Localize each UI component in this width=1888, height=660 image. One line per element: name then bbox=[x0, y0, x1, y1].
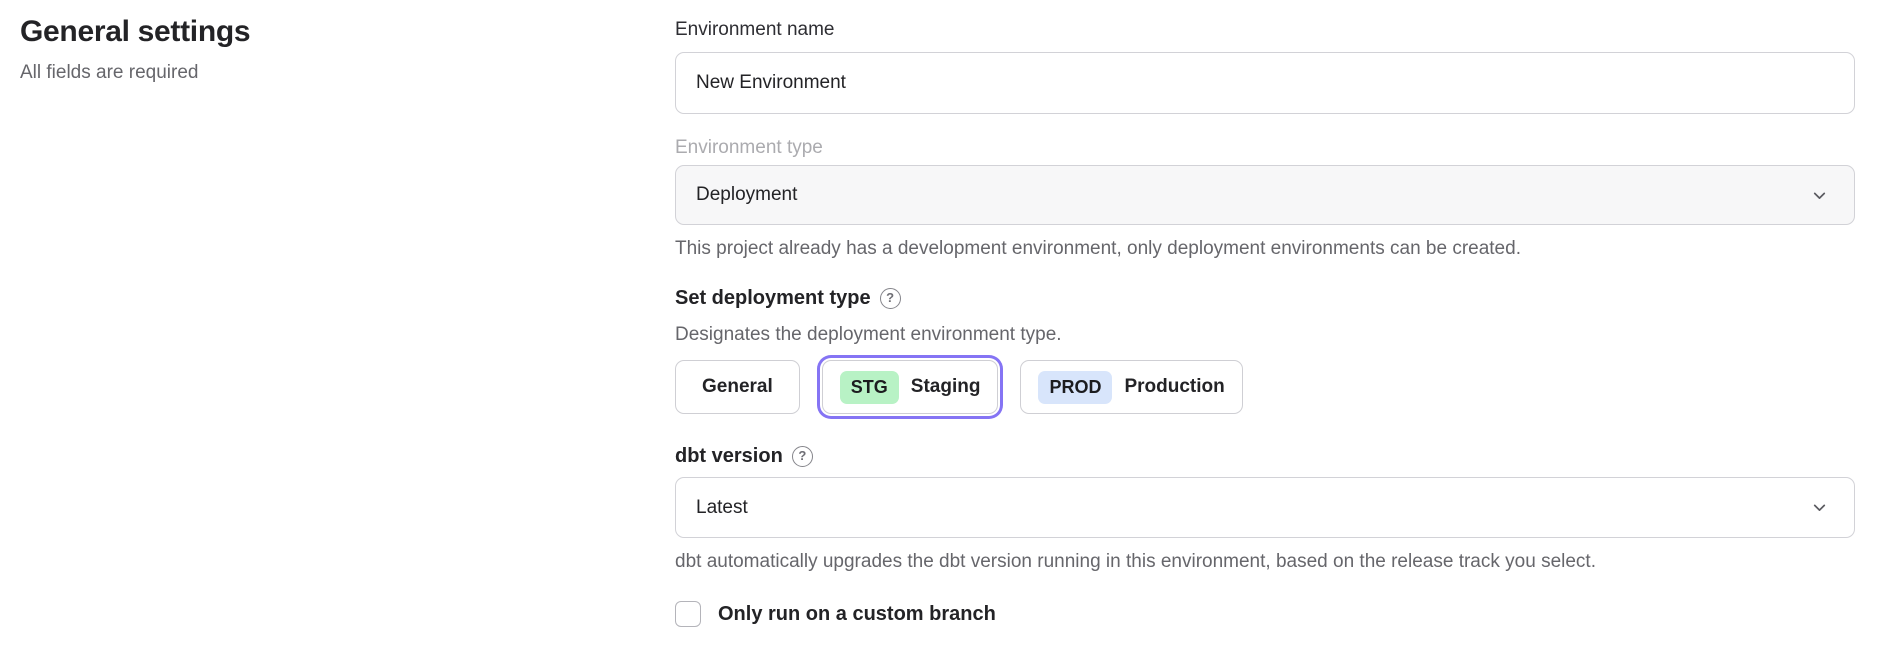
deployment-type-label: Set deployment type bbox=[675, 287, 871, 309]
help-icon[interactable]: ? bbox=[879, 287, 901, 309]
deployment-type-options: General STG Staging PROD Production bbox=[675, 360, 1855, 414]
custom-branch-row: Only run on a custom branch bbox=[675, 601, 1855, 627]
deployment-type-staging-label: Staging bbox=[910, 376, 981, 397]
environment-type-value: Deployment bbox=[696, 184, 798, 205]
custom-branch-checkbox[interactable] bbox=[675, 601, 701, 627]
dbt-version-select[interactable]: Latest bbox=[675, 477, 1855, 538]
chevron-down-icon bbox=[1811, 499, 1828, 516]
dbt-version-value: Latest bbox=[696, 496, 748, 518]
deployment-type-description: Designates the deployment environment ty… bbox=[675, 324, 1062, 345]
deployment-type-heading: Set deployment type ? bbox=[675, 285, 1855, 311]
environment-name-input[interactable] bbox=[675, 52, 1855, 114]
deployment-type-production-label: Production bbox=[1124, 376, 1225, 397]
environment-type-label: Environment type bbox=[675, 137, 823, 158]
environment-type-select: Deployment bbox=[675, 165, 1855, 225]
help-icon[interactable]: ? bbox=[791, 445, 813, 467]
dbt-version-heading: dbt version ? bbox=[675, 443, 1855, 469]
dbt-version-label: dbt version bbox=[675, 445, 783, 467]
page-subtitle: All fields are required bbox=[20, 62, 199, 83]
environment-type-help-text: This project already has a development e… bbox=[675, 238, 1521, 259]
custom-branch-label[interactable]: Only run on a custom branch bbox=[718, 602, 996, 625]
deployment-type-production-button[interactable]: PROD Production bbox=[1020, 360, 1243, 414]
deployment-type-general-button[interactable]: General bbox=[675, 360, 800, 414]
staging-badge: STG bbox=[839, 370, 899, 404]
settings-header: General settings All fields are required bbox=[20, 14, 540, 86]
environment-form: Environment name Environment type Deploy… bbox=[675, 0, 1855, 627]
dbt-version-help-text: dbt automatically upgrades the dbt versi… bbox=[675, 551, 1596, 572]
deployment-type-staging-button[interactable]: STG Staging bbox=[821, 360, 999, 414]
deployment-type-general-label: General bbox=[702, 376, 773, 397]
chevron-down-icon bbox=[1811, 187, 1828, 204]
environment-name-label: Environment name bbox=[675, 19, 835, 40]
production-badge: PROD bbox=[1038, 370, 1113, 404]
page-title: General settings bbox=[20, 15, 251, 48]
